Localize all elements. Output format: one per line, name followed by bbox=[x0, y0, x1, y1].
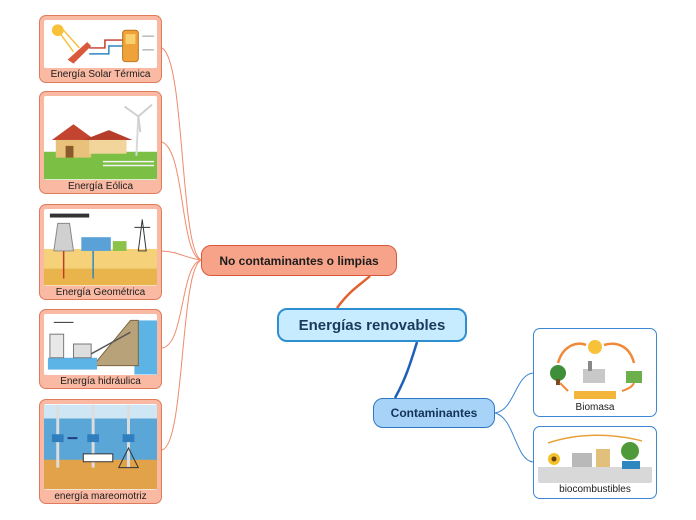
hydro-dam-illustration bbox=[44, 314, 157, 375]
caption-hydro: Energía hidráulica bbox=[60, 376, 141, 387]
biomass-cycle-illustration bbox=[538, 333, 652, 401]
card-solar-thermal[interactable]: Energía Solar Térmica bbox=[39, 15, 162, 83]
branch-clean-energies[interactable]: No contaminantes o limpias bbox=[201, 245, 397, 276]
central-topic[interactable]: Energías renovables bbox=[277, 308, 467, 342]
caption-solar-thermal: Energía Solar Térmica bbox=[50, 69, 151, 80]
card-tidal[interactable]: energía mareomotriz bbox=[39, 399, 162, 504]
tidal-turbine-illustration bbox=[44, 404, 157, 490]
link-central-to-polluting bbox=[393, 341, 419, 399]
solar-thermal-illustration bbox=[44, 20, 157, 68]
link-polluting-biomass bbox=[494, 372, 534, 414]
link-clean-hydro bbox=[161, 259, 202, 349]
caption-wind: Energía Eólica bbox=[67, 181, 134, 192]
link-clean-solar bbox=[161, 47, 202, 261]
caption-geothermal: Energía Geométrica bbox=[55, 287, 146, 298]
geothermal-plant-illustration bbox=[44, 209, 157, 286]
link-central-to-clean bbox=[335, 275, 371, 309]
caption-tidal: energía mareomotriz bbox=[54, 491, 147, 502]
wind-turbine-illustration bbox=[44, 96, 157, 180]
biofuel-cycle-illustration bbox=[538, 431, 652, 483]
card-geothermal[interactable]: Energía Geométrica bbox=[39, 204, 162, 300]
caption-biofuels: biocombustibles bbox=[559, 484, 631, 495]
card-biomass[interactable]: Biomasa bbox=[533, 328, 657, 417]
link-polluting-biofuel bbox=[494, 412, 534, 463]
branch-polluting-energies[interactable]: Contaminantes bbox=[373, 398, 495, 428]
card-biofuels[interactable]: biocombustibles bbox=[533, 426, 657, 499]
card-wind[interactable]: Energía Eólica bbox=[39, 91, 162, 194]
link-clean-wind bbox=[161, 141, 202, 261]
link-clean-geo bbox=[161, 250, 202, 261]
link-clean-tidal bbox=[161, 259, 202, 451]
caption-biomass: Biomasa bbox=[575, 402, 615, 413]
card-hydro[interactable]: Energía hidráulica bbox=[39, 309, 162, 389]
